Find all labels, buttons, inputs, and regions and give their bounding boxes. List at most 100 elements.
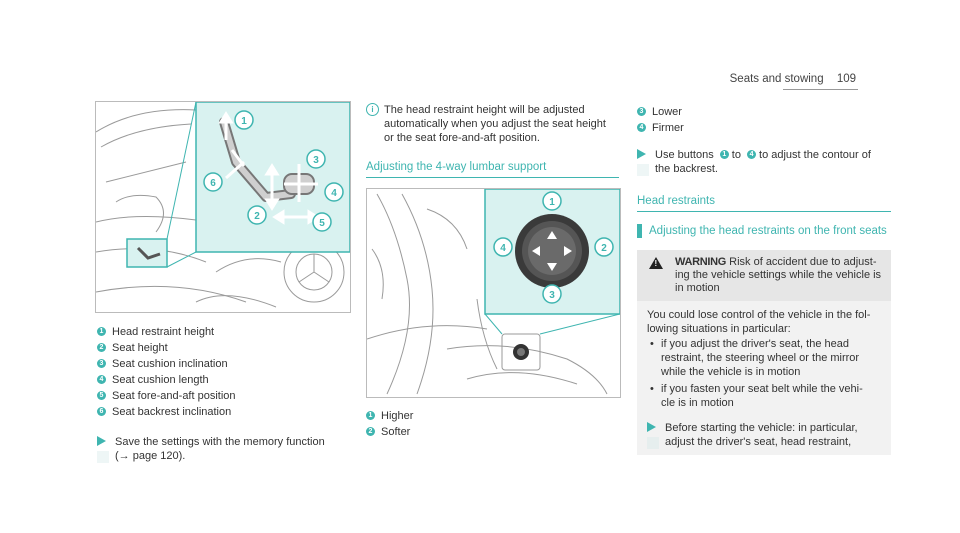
warning-title: WARNING bbox=[675, 256, 727, 268]
warning-body: You could lose control of the vehicle in… bbox=[637, 301, 891, 455]
fig2-callout-4: 4 bbox=[500, 243, 506, 254]
info-icon: i bbox=[366, 103, 379, 116]
list-item: 2 Seat height bbox=[97, 341, 352, 357]
subsection-heading: Adjusting the head restraints on the fro… bbox=[637, 224, 891, 238]
header-rule bbox=[783, 89, 858, 90]
list-item-label: Softer bbox=[381, 426, 411, 438]
warning-body-text: lowing situations in particular: bbox=[647, 323, 791, 335]
list-item-label: Seat backrest inclination bbox=[112, 406, 232, 418]
action-text-part: Use buttons bbox=[655, 149, 714, 161]
page-number: 109 bbox=[836, 73, 856, 85]
action-text: adjust the driver's seat, head restraint… bbox=[665, 436, 852, 448]
note-text: automatically when you adjust the seat h… bbox=[384, 118, 606, 130]
column-2: i The head restraint height will be adju… bbox=[366, 103, 619, 178]
action-text-part: to bbox=[731, 149, 741, 161]
callout-badge: 6 bbox=[97, 406, 106, 416]
section-heading-lumbar: Adjusting the 4-way lumbar support bbox=[366, 160, 619, 178]
list-item-label: Seat fore-and-aft position bbox=[112, 390, 236, 402]
info-note: i The head restraint height will be adju… bbox=[366, 103, 619, 145]
note-text: The head restraint height will be adjust… bbox=[384, 104, 585, 116]
callout-badge: 2 bbox=[366, 426, 375, 436]
fig1-callout-4: 4 bbox=[331, 188, 337, 199]
list-item: 3 Lower bbox=[637, 105, 891, 121]
list-item: 1 Head restraint height bbox=[97, 325, 352, 341]
list-item-label: Higher bbox=[381, 410, 414, 422]
bullet-text: if you adjust the driver's seat, the hea… bbox=[661, 338, 849, 350]
callout-badge: 1 bbox=[97, 326, 106, 336]
callout-badge: 2 bbox=[97, 342, 106, 352]
action-arrow-icon bbox=[97, 436, 106, 446]
bullet-text: while the vehicle is in motion bbox=[661, 366, 801, 378]
warning-box: ! WARNING Risk of accident due to adjust… bbox=[637, 250, 891, 455]
list-item: 4 Seat cushion length bbox=[97, 373, 352, 389]
action-bar bbox=[647, 437, 659, 449]
lumbar-function-list: 1 Higher 2 Softer bbox=[366, 409, 619, 441]
seat-controls-figure: 1 2 3 4 5 6 bbox=[95, 101, 351, 313]
list-item: 4 Firmer bbox=[637, 121, 891, 137]
bullet-text: if you fasten your seat belt while the v… bbox=[661, 383, 863, 395]
action-arrow-icon bbox=[647, 422, 656, 432]
list-item-label: Lower bbox=[652, 106, 682, 118]
warning-icon: ! bbox=[649, 257, 663, 269]
list-item: 6 Seat backrest inclination bbox=[97, 405, 352, 421]
action-arrow-icon bbox=[637, 149, 646, 159]
warning-text: in motion bbox=[675, 282, 720, 294]
fig1-callout-2: 2 bbox=[254, 211, 260, 222]
action-text: the backrest. bbox=[655, 163, 718, 175]
bullet-item: if you fasten your seat belt while the v… bbox=[647, 382, 881, 410]
heading-marker bbox=[637, 224, 642, 238]
fig1-callout-3: 3 bbox=[313, 155, 319, 166]
callout-badge: 3 bbox=[637, 106, 646, 116]
callout-badge: 4 bbox=[97, 374, 106, 384]
action-bar bbox=[97, 451, 109, 463]
list-item: 2 Softer bbox=[366, 425, 619, 441]
list-item: 3 Seat cushion inclination bbox=[97, 357, 352, 373]
page-reference-link[interactable]: (→ page 120). bbox=[115, 450, 186, 462]
action-text: Save the settings with the memory functi… bbox=[115, 436, 325, 448]
action-text-part: to adjust the contour of bbox=[759, 149, 871, 161]
action-step-before-start: Before starting the vehicle: in particul… bbox=[647, 421, 881, 449]
callout-badge: 5 bbox=[97, 390, 106, 400]
section-title: Seats and stowing bbox=[729, 73, 824, 85]
column-2-list: 1 Higher 2 Softer bbox=[366, 409, 619, 441]
warning-header: ! WARNING Risk of accident due to adjust… bbox=[637, 250, 891, 301]
action-text: Before starting the vehicle: in particul… bbox=[665, 422, 858, 434]
list-item-label: Firmer bbox=[652, 122, 684, 134]
section-heading-head-restraints: Head restraints bbox=[637, 194, 891, 212]
page-header: Seats and stowing 109 bbox=[730, 73, 856, 85]
callout-badge: 4 bbox=[637, 122, 646, 132]
fig1-callout-6: 6 bbox=[210, 178, 216, 189]
fig1-callout-1: 1 bbox=[241, 116, 247, 127]
warning-body-text: You could lose control of the vehicle in… bbox=[647, 309, 871, 321]
bullet-item: if you adjust the driver's seat, the hea… bbox=[647, 337, 881, 379]
fig2-callout-2: 2 bbox=[601, 243, 607, 254]
fig2-callout-3: 3 bbox=[549, 290, 555, 301]
note-text: or the seat fore-and-aft position. bbox=[384, 132, 540, 144]
callout-badge: 1 bbox=[719, 149, 729, 159]
bullet-text: cle is in motion bbox=[661, 397, 734, 409]
lumbar-function-list-cont: 3 Lower 4 Firmer bbox=[637, 105, 891, 137]
list-item-label: Seat cushion inclination bbox=[112, 358, 228, 370]
fig2-callout-1: 1 bbox=[549, 197, 555, 208]
callout-badge: 4 bbox=[747, 149, 757, 159]
warning-text: Risk of accident due to adjust- bbox=[729, 256, 877, 268]
action-step-memory: Save the settings with the memory functi… bbox=[97, 435, 352, 463]
fig1-callout-5: 5 bbox=[319, 218, 325, 229]
list-item: 5 Seat fore-and-aft position bbox=[97, 389, 352, 405]
warning-text: ing the vehicle settings while the vehic… bbox=[675, 269, 882, 281]
list-item-label: Seat height bbox=[112, 342, 168, 354]
bullet-text: restraint, the steering wheel or the mir… bbox=[661, 352, 860, 364]
list-item-label: Head restraint height bbox=[112, 326, 215, 338]
action-bar bbox=[637, 164, 649, 176]
callout-badge: 3 bbox=[97, 358, 106, 368]
list-item: 1 Higher bbox=[366, 409, 619, 425]
list-item-label: Seat cushion length bbox=[112, 374, 209, 386]
callout-badge: 1 bbox=[366, 410, 375, 420]
subsection-heading-text: Adjusting the head restraints on the fro… bbox=[649, 225, 887, 237]
lumbar-support-figure: 1 2 3 4 bbox=[366, 188, 621, 398]
